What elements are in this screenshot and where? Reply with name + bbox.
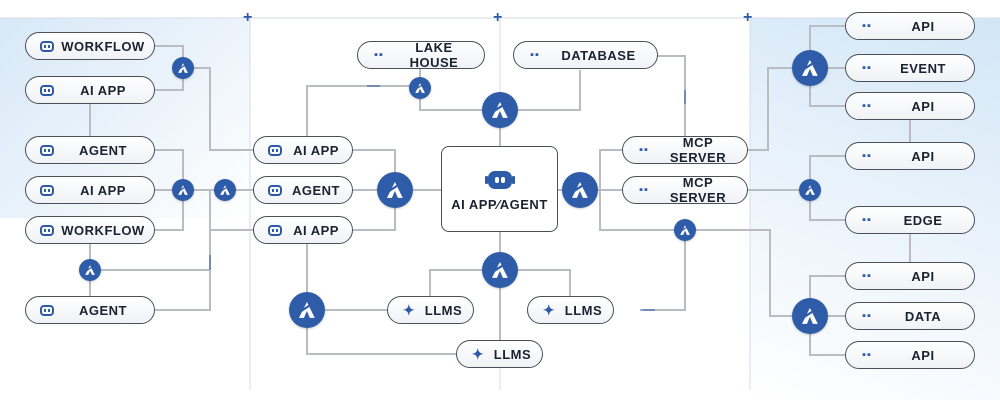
sparkle-icon: ✦ — [402, 301, 416, 318]
hub-node-a-logo-icon[interactable] — [562, 172, 598, 208]
middle-pill-ai-app-1[interactable]: AI APP — [253, 136, 353, 164]
right-pill-edge[interactable]: ▪▪ EDGE — [845, 206, 975, 234]
sparkle-icon: ✦ — [471, 345, 485, 362]
middle-pill-ai-app-2[interactable]: AI APP — [253, 216, 353, 244]
robot-face-icon — [262, 224, 288, 236]
pill-label: AI APP — [293, 142, 339, 158]
hub-node-a-logo-icon[interactable] — [482, 252, 518, 288]
pill-label: AI APP — [293, 222, 339, 238]
ai-app-agent-card[interactable]: AI APP∕AGENT — [441, 146, 558, 232]
plus-marker-icon: + — [243, 9, 253, 26]
pill-label: API — [911, 18, 935, 34]
hub-node-a-logo-icon[interactable] — [792, 50, 828, 86]
center-label: AI APP∕AGENT — [451, 196, 548, 212]
pill-label: AI APP — [80, 182, 126, 198]
dots-icon: ▪▪ — [862, 349, 872, 361]
pill-label: LLMS — [564, 302, 603, 318]
pill-label: EDGE — [903, 212, 943, 228]
robot-face-icon — [34, 304, 60, 316]
hub-node-a-logo-icon[interactable] — [214, 179, 236, 201]
pill-label: AGENT — [79, 302, 127, 318]
hub-node-a-logo-icon[interactable] — [79, 259, 101, 281]
dots-icon: ▪▪ — [862, 310, 872, 322]
right-pill-api-2[interactable]: ▪▪ API — [845, 92, 975, 120]
plus-marker-icon: + — [493, 9, 503, 26]
pill-label: API — [911, 148, 935, 164]
sparkle-icon: ✦ — [542, 301, 556, 318]
robot-face-icon — [262, 184, 288, 196]
left-pill-agent-2[interactable]: AGENT — [25, 296, 155, 324]
llms-pill-3[interactable]: ✦ LLMS — [456, 340, 543, 368]
dots-icon: ▪▪ — [862, 270, 872, 282]
dots-icon: ▪▪ — [862, 20, 872, 32]
pill-label: DATABASE — [561, 47, 636, 63]
dots-icon: ▪▪ — [639, 184, 649, 196]
right-pill-api-1[interactable]: ▪▪ API — [845, 12, 975, 40]
robot-face-icon — [34, 84, 60, 96]
robot-face-icon — [34, 184, 60, 196]
dots-icon: ▪▪ — [639, 144, 649, 156]
pill-label: DATA — [904, 308, 942, 324]
robot-face-icon — [34, 40, 60, 52]
pill-label: MCP SERVER — [669, 175, 727, 205]
pill-label: WORKFLOW — [61, 38, 145, 54]
dots-icon: ▪▪ — [862, 100, 872, 112]
robot-icon — [484, 167, 515, 191]
right-pill-event[interactable]: ▪▪ EVENT — [845, 54, 975, 82]
dots-icon: ▪▪ — [530, 49, 540, 61]
right-pill-api-5[interactable]: ▪▪ API — [845, 341, 975, 369]
pill-label: AGENT — [79, 142, 127, 158]
hub-node-a-logo-icon[interactable] — [482, 92, 518, 128]
mcp-server-pill-1[interactable]: ▪▪ MCP SERVER — [622, 135, 748, 165]
right-pill-api-3[interactable]: ▪▪ API — [845, 142, 975, 170]
pill-label: EVENT — [900, 60, 946, 76]
hub-node-a-logo-icon[interactable] — [792, 298, 828, 334]
left-pill-agent-1[interactable]: AGENT — [25, 136, 155, 164]
pill-label: WORKFLOW — [61, 222, 145, 238]
lake-house-pill[interactable]: ▪▪ LAKE HOUSE — [357, 40, 485, 70]
left-pill-ai-app-2[interactable]: AI APP — [25, 176, 155, 204]
dots-icon: ▪▪ — [862, 214, 872, 226]
robot-face-icon — [34, 224, 60, 236]
pill-label: LLMS — [424, 302, 463, 318]
pill-label: API — [911, 347, 935, 363]
mcp-server-pill-2[interactable]: ▪▪ MCP SERVER — [622, 175, 748, 205]
pill-label: AI APP — [80, 82, 126, 98]
plus-marker-icon: + — [743, 9, 753, 26]
llms-pill-1[interactable]: ✦ LLMS — [387, 296, 474, 324]
pill-label: API — [911, 268, 935, 284]
left-pill-workflow-2[interactable]: WORKFLOW — [25, 216, 155, 244]
pill-label: API — [911, 98, 935, 114]
hub-node-a-logo-icon[interactable] — [172, 179, 194, 201]
hub-node-a-logo-icon[interactable] — [409, 77, 431, 99]
hub-node-a-logo-icon[interactable] — [289, 292, 325, 328]
dots-icon: ▪▪ — [862, 62, 872, 74]
robot-face-icon — [262, 144, 288, 156]
left-pill-workflow-1[interactable]: WORKFLOW — [25, 32, 155, 60]
pill-label: LAKE HOUSE — [409, 40, 459, 70]
right-pill-data[interactable]: ▪▪ DATA — [845, 302, 975, 330]
robot-face-icon — [34, 144, 60, 156]
hub-node-a-logo-icon[interactable] — [799, 179, 821, 201]
hub-node-a-logo-icon[interactable] — [172, 57, 194, 79]
pill-label: LLMS — [493, 346, 532, 362]
dots-icon: ▪▪ — [374, 49, 384, 61]
pill-label: AGENT — [292, 182, 340, 198]
llms-pill-2[interactable]: ✦ LLMS — [527, 296, 614, 324]
pill-label: MCP SERVER — [669, 135, 727, 165]
database-pill[interactable]: ▪▪ DATABASE — [513, 41, 658, 69]
left-pill-ai-app-1[interactable]: AI APP — [25, 76, 155, 104]
hub-node-a-logo-icon[interactable] — [674, 219, 696, 241]
right-pill-api-4[interactable]: ▪▪ API — [845, 262, 975, 290]
dots-icon: ▪▪ — [862, 150, 872, 162]
middle-pill-agent[interactable]: AGENT — [253, 176, 353, 204]
hub-node-a-logo-icon[interactable] — [377, 172, 413, 208]
